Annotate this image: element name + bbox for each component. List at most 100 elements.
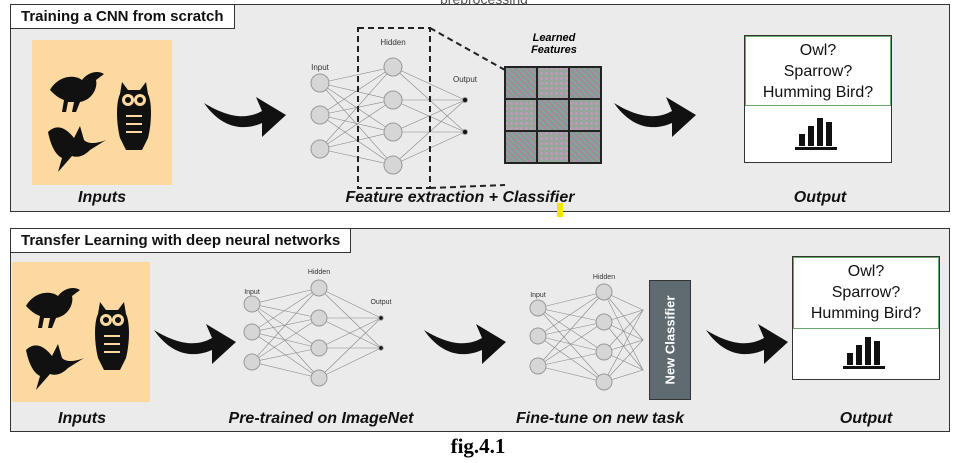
network-edge bbox=[251, 303, 320, 319]
network-edge bbox=[537, 291, 605, 309]
network-node bbox=[243, 323, 261, 341]
network-edge bbox=[319, 82, 394, 166]
network-node bbox=[310, 73, 330, 93]
curved-arrow-icon bbox=[204, 97, 286, 137]
network-edge bbox=[318, 347, 382, 379]
network-edge bbox=[319, 114, 394, 133]
net-label-hidden: Hidden bbox=[380, 38, 405, 47]
network-node bbox=[310, 309, 328, 327]
net-label-input: Input bbox=[530, 292, 546, 299]
network-edge bbox=[603, 309, 644, 383]
net-label-output: Output bbox=[370, 299, 391, 306]
network-edge bbox=[251, 303, 320, 379]
network-node bbox=[310, 105, 330, 125]
network-node bbox=[529, 357, 547, 375]
panel-scratch-title: Training a CNN from scratch bbox=[11, 5, 235, 29]
caption-pretrained: Pre-trained on ImageNet bbox=[228, 410, 414, 427]
net-label-hidden: Hidden bbox=[593, 274, 615, 281]
network-edge bbox=[251, 347, 320, 363]
network-node bbox=[462, 129, 468, 135]
network-edge bbox=[251, 361, 320, 379]
network-node bbox=[383, 90, 403, 110]
caption-inputs-transfer: Inputs bbox=[58, 410, 106, 427]
owl-silhouette-icon bbox=[117, 82, 151, 150]
network-edge bbox=[318, 317, 382, 379]
learned-feature-tile bbox=[538, 132, 568, 162]
owl-silhouette-icon bbox=[95, 302, 129, 370]
curved-arrow-icon bbox=[614, 97, 696, 137]
hummingbird-silhouette-icon bbox=[48, 126, 106, 172]
network-node bbox=[243, 353, 261, 371]
bird-silhouette-icon bbox=[26, 288, 80, 328]
network-node bbox=[595, 373, 613, 391]
net-label-hidden: Hidden bbox=[308, 269, 330, 276]
output-label-sparrow: Sparrow? bbox=[783, 63, 853, 80]
network-edge bbox=[319, 148, 394, 166]
learned-feature-tile bbox=[570, 132, 600, 162]
network-edge bbox=[537, 291, 605, 337]
network-edge bbox=[319, 82, 394, 101]
output-label-hummingbird: Humming Bird? bbox=[762, 84, 874, 101]
output-box-transfer: Owl? Sparrow? Humming Bird? bbox=[792, 256, 940, 380]
caption-output-transfer: Output bbox=[839, 410, 893, 427]
bird-icons-group-2 bbox=[26, 288, 129, 390]
caption-finetune: Fine-tune on new task bbox=[515, 410, 684, 427]
network-node bbox=[310, 139, 330, 159]
network-edge bbox=[318, 317, 382, 349]
network-edge bbox=[319, 131, 394, 150]
network-node bbox=[462, 97, 468, 103]
network-edge bbox=[319, 99, 394, 116]
network-edge bbox=[537, 291, 605, 367]
network-edge bbox=[392, 66, 466, 101]
network-node bbox=[529, 327, 547, 345]
network-node bbox=[529, 299, 547, 317]
inputs-image-scratch bbox=[32, 40, 172, 185]
output-labels-transfer: Owl? Sparrow? Humming Bird? bbox=[793, 257, 939, 329]
network-edge bbox=[537, 321, 605, 367]
network-edge bbox=[319, 66, 394, 84]
zoom-line-top bbox=[429, 27, 506, 71]
network-edge bbox=[603, 309, 644, 353]
learned-feature-tile bbox=[570, 100, 600, 130]
network-node bbox=[243, 295, 261, 313]
network-edge bbox=[251, 287, 320, 305]
hidden-layer-highlight bbox=[357, 27, 431, 189]
network-edge bbox=[251, 287, 320, 363]
yellow-cursor-marker bbox=[557, 203, 563, 217]
output-labels-scratch: Owl? Sparrow? Humming Bird? bbox=[745, 36, 891, 106]
network-edge bbox=[537, 365, 605, 383]
new-classifier-label: New Classifier bbox=[662, 295, 678, 385]
top-cropped-text: preprocessing bbox=[440, 0, 528, 7]
caption-output-scratch: Output bbox=[793, 189, 847, 206]
network-edge bbox=[603, 339, 644, 383]
output-box-scratch: Owl? Sparrow? Humming Bird? bbox=[744, 35, 892, 163]
network-node bbox=[383, 57, 403, 77]
network-node bbox=[310, 339, 328, 357]
learned-feature-tile bbox=[538, 100, 568, 130]
network-node bbox=[310, 369, 328, 387]
network-node bbox=[378, 345, 384, 351]
network-edge bbox=[319, 66, 394, 116]
network-node bbox=[378, 315, 384, 321]
network-edge bbox=[537, 307, 605, 383]
network-edge bbox=[537, 351, 605, 367]
network-node bbox=[383, 122, 403, 142]
bar-chart-icon bbox=[795, 118, 837, 150]
output-label-owl: Owl? bbox=[847, 263, 885, 280]
network-edge bbox=[319, 99, 394, 150]
learned-feature-tile bbox=[570, 68, 600, 98]
curved-arrow-icon bbox=[706, 324, 788, 364]
curved-arrow-icon bbox=[154, 324, 236, 364]
output-label-sparrow: Sparrow? bbox=[831, 284, 901, 301]
figure-caption: fig.4.1 bbox=[450, 434, 506, 458]
network-node bbox=[595, 343, 613, 361]
learned-features-label: Learned Features bbox=[531, 32, 577, 56]
new-classifier-block: New Classifier bbox=[649, 280, 691, 400]
network-node bbox=[383, 155, 403, 175]
caption-inputs-scratch: Inputs bbox=[78, 189, 126, 206]
net-label-input: Input bbox=[244, 289, 260, 296]
bird-icons-group bbox=[48, 72, 151, 172]
curved-arrow-icon bbox=[424, 324, 506, 364]
network-node bbox=[595, 313, 613, 331]
net-label-output: Output bbox=[453, 75, 478, 84]
